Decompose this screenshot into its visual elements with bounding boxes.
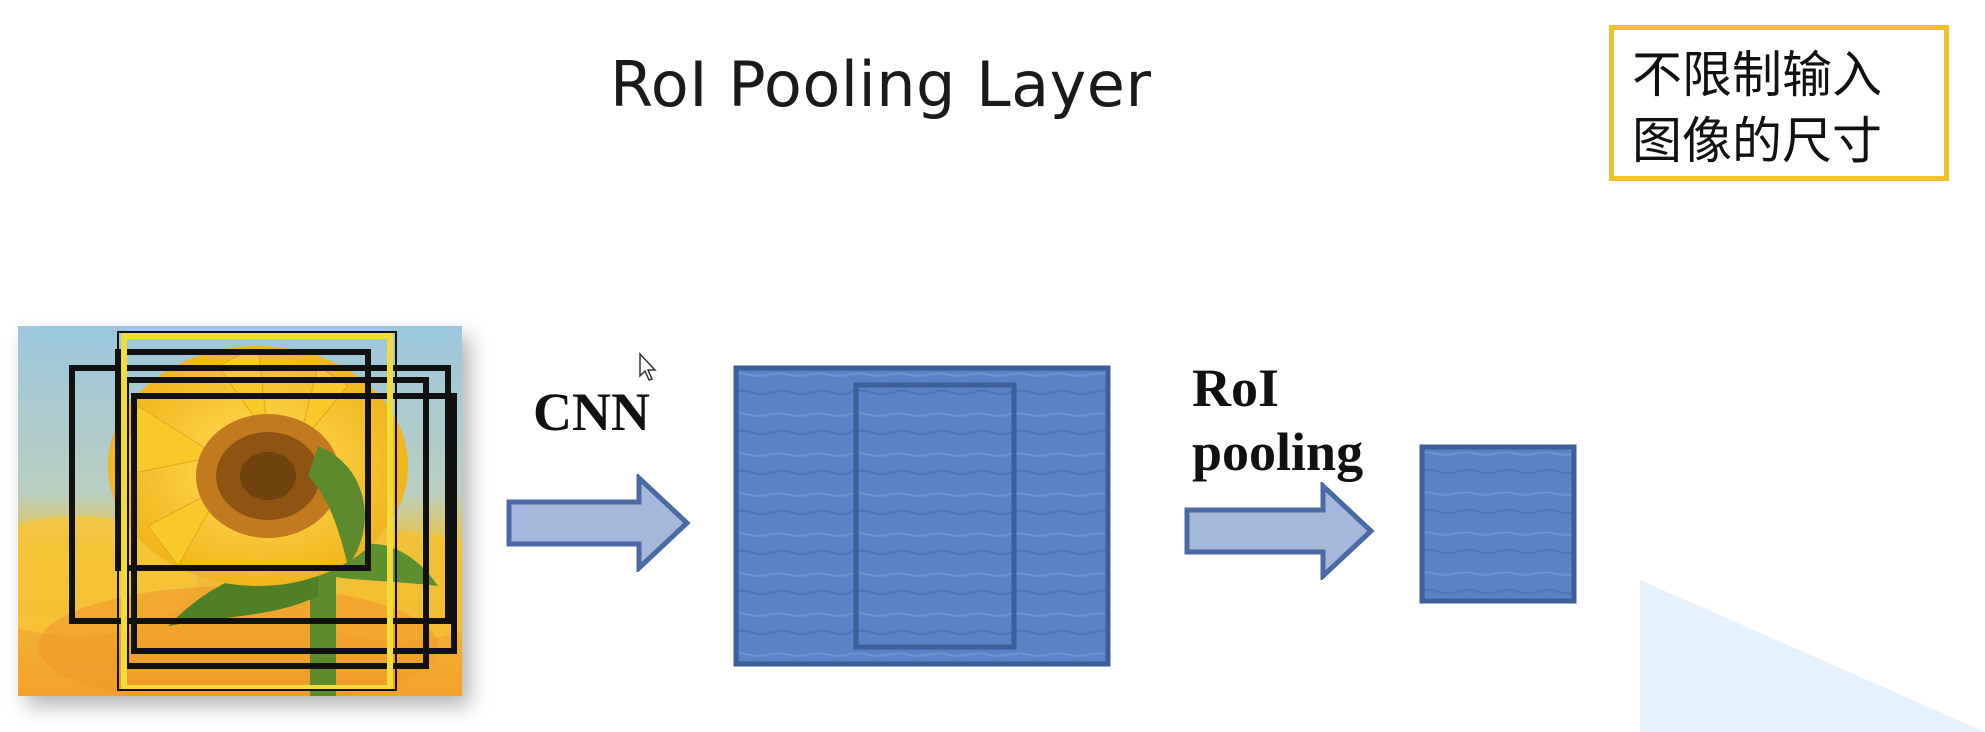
roi-pooling-arrow-icon bbox=[1184, 482, 1375, 580]
note-box: 不限制输入 图像的尺寸 bbox=[1609, 25, 1949, 181]
note-line-1: 不限制输入 bbox=[1632, 46, 1882, 104]
pooled-feature-map bbox=[1419, 444, 1577, 604]
input-image-sunflower bbox=[18, 326, 462, 696]
roi-label-line1: RoI bbox=[1192, 358, 1280, 418]
cnn-label: CNN bbox=[533, 382, 650, 442]
proposal-box bbox=[131, 393, 457, 654]
note-line-2: 图像的尺寸 bbox=[1632, 112, 1882, 170]
cnn-arrow-icon bbox=[506, 474, 691, 572]
roi-projection-box bbox=[853, 382, 1017, 650]
decorative-wedge bbox=[1640, 580, 1985, 732]
selected-proposal-box bbox=[121, 333, 393, 691]
slide-title: RoI Pooling Layer bbox=[610, 48, 1152, 121]
proposal-box bbox=[69, 365, 451, 624]
feature-map bbox=[733, 365, 1111, 667]
mouse-pointer-icon bbox=[639, 352, 657, 381]
roi-label-line2: pooling bbox=[1192, 422, 1364, 482]
